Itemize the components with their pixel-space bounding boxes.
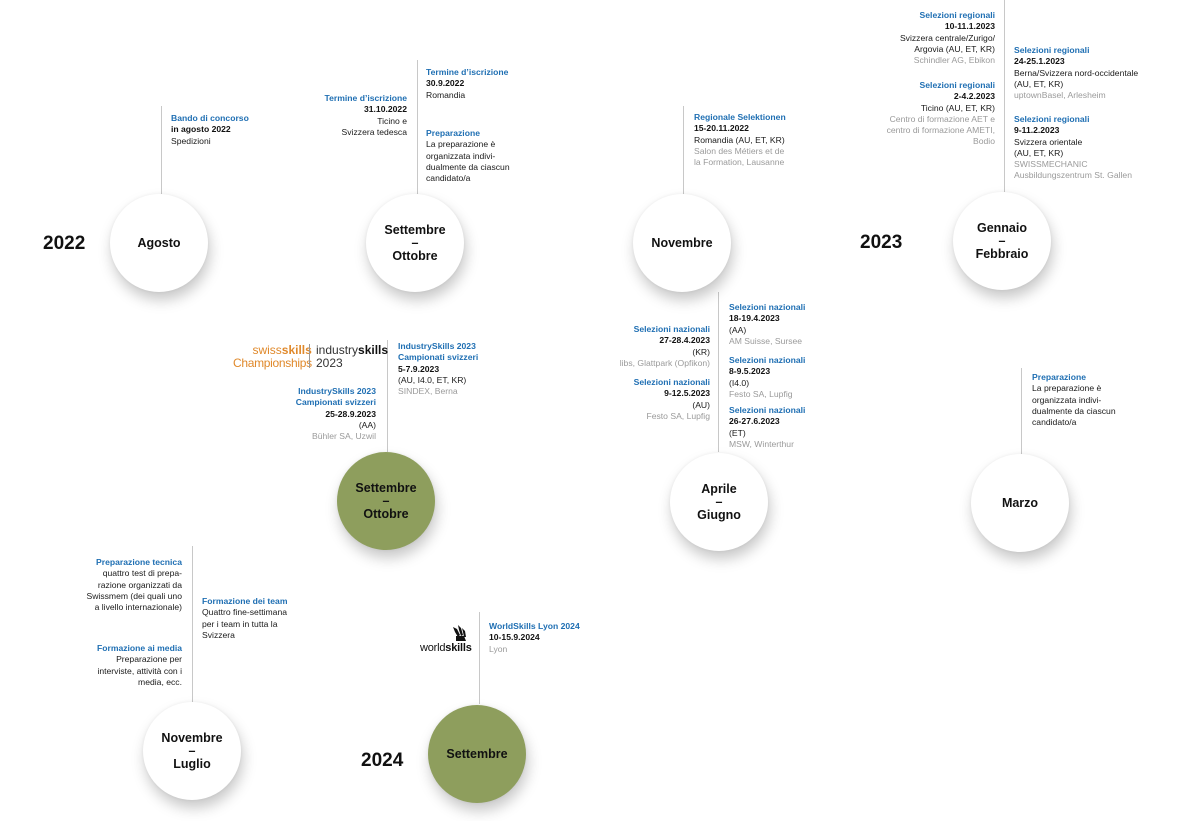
info-selezioni-nazionali-i40: Selezioni nazionali 8-9.5.2023 (I4.0) Fe… <box>729 355 806 399</box>
info-selezioni-nazionali-au: Selezioni nazionali 9-12.5.2023 (AU) Fes… <box>633 377 710 421</box>
milestone-agosto: Agosto <box>110 194 208 292</box>
info-termine-iscrizione-ticino: Termine d’iscrizione 31.10.2022 Ticino e… <box>324 93 407 137</box>
info-industryskills-aa: IndustrySkills 2023 Campionati svizzeri … <box>295 386 376 442</box>
connector-line <box>683 106 684 194</box>
connector-line <box>718 292 719 452</box>
connector-line <box>1004 0 1005 192</box>
info-formazione-media: Formazione ai media Preparazione per int… <box>96 643 182 687</box>
milestone-novembre: Novembre <box>633 194 731 292</box>
milestone-aprile-giugno: Aprile–Giugno <box>670 453 768 551</box>
info-preparazione-tecnica: Preparazione tecnica quattro test di pre… <box>86 557 182 613</box>
info-selezioni-nazionali-kr: Selezioni nazionali 27-28.4.2023 (KR) li… <box>619 324 710 368</box>
industryskills-logo: industryskills 2023 <box>316 343 389 370</box>
connector-line <box>192 546 193 702</box>
connector-line <box>161 106 162 194</box>
info-selezioni-regionali-berna: Selezioni regionali 24-25.1.2023 Berna/S… <box>1014 45 1139 101</box>
info-regionale-selektionen: Regionale Selektionen 15-20.11.2022 Roma… <box>694 112 786 168</box>
milestone-novembre-luglio: Novembre–Luglio <box>143 702 241 800</box>
info-preparazione-1: Preparazione La preparazione è organizza… <box>426 128 510 184</box>
worldskills-logo: worldskills <box>420 624 472 656</box>
year-2024: 2024 <box>361 750 404 771</box>
info-selezioni-nazionali-et: Selezioni nazionali 26-27.6.2023 (ET) MS… <box>729 405 806 449</box>
worldskills-hands-icon <box>453 625 466 641</box>
info-industryskills-au: IndustrySkills 2023 Campionati svizzeri … <box>398 341 479 397</box>
connector-line <box>1021 368 1022 454</box>
info-preparazione-2: Preparazione La preparazione è organizza… <box>1032 372 1116 428</box>
year-2022: 2022 <box>43 233 86 254</box>
logo-divider <box>309 344 310 368</box>
info-formazione-team: Formazione dei team Quattro fine-settima… <box>202 596 288 640</box>
connector-line <box>387 340 388 452</box>
info-worldskills-lyon: WorldSkills Lyon 2024 10-15.9.2024 Lyon <box>489 621 580 654</box>
milestone-settembre-ottobre-2023: Settembre–Ottobre <box>337 452 435 550</box>
year-2023: 2023 <box>860 232 903 253</box>
info-selezioni-nazionali-aa: Selezioni nazionali 18-19.4.2023 (AA) AM… <box>729 302 806 346</box>
connector-line <box>479 612 480 704</box>
connector-line <box>417 60 418 194</box>
info-selezioni-regionali-orientale: Selezioni regionali 9-11.2.2023 Svizzera… <box>1014 114 1132 181</box>
milestone-marzo: Marzo <box>971 454 1069 552</box>
milestone-settembre-2024: Settembre <box>428 705 526 803</box>
swissskills-championships-logo: swissskills Championships <box>233 343 312 370</box>
milestone-gennaio-febbraio: Gennaio–Febbraio <box>953 192 1051 290</box>
info-termine-iscrizione-romandia: Termine d’iscrizione 30.9.2022 Romandia <box>426 67 509 100</box>
milestone-settembre-ottobre-2022: Settembre–Ottobre <box>366 194 464 292</box>
info-bando-di-concorso: Bando di concorso in agosto 2022 Spedizi… <box>171 113 249 146</box>
info-selezioni-regionali-centrale: Selezioni regionali 10-11.1.2023 Svizzer… <box>899 10 995 66</box>
info-selezioni-regionali-ticino: Selezioni regionali 2-4.2.2023 Ticino (A… <box>886 80 995 147</box>
